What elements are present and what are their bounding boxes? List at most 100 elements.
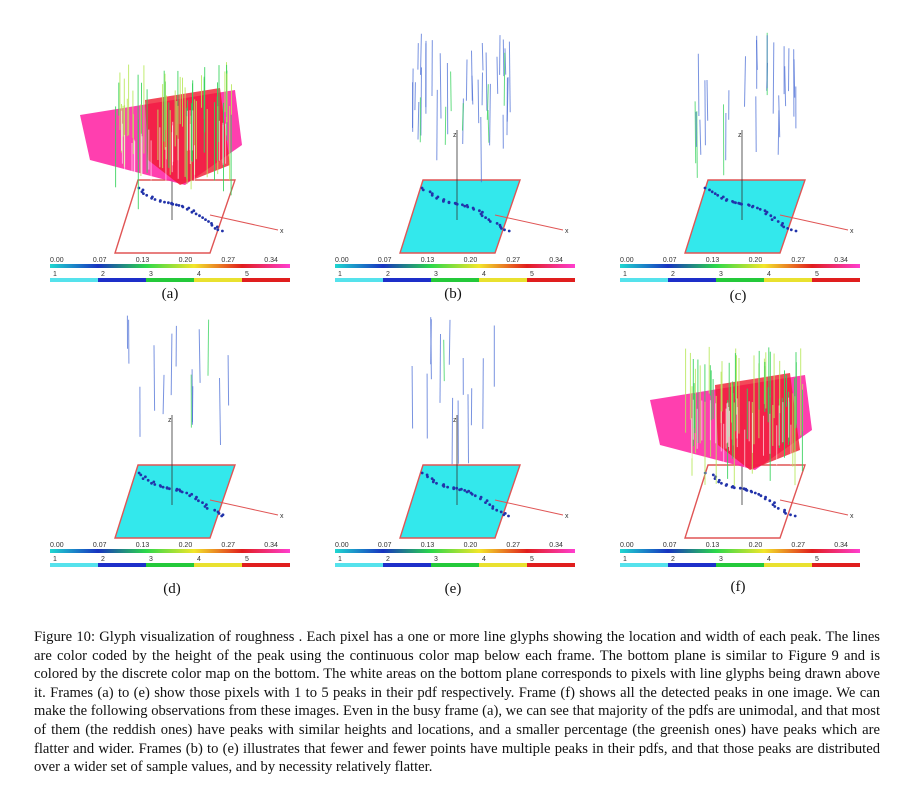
discrete-tick-label: 4 — [197, 271, 201, 278]
x-axis-line — [779, 499, 849, 516]
continuous-tick-label: 0.00 — [335, 257, 349, 264]
continuous-colorbar — [335, 264, 575, 268]
plane-point — [485, 499, 489, 503]
plane-point — [213, 227, 217, 230]
plane-point — [773, 505, 777, 508]
glyph-line — [704, 80, 706, 146]
glyph-line — [477, 79, 480, 124]
plane-point — [447, 201, 451, 205]
discrete-tick-label: 2 — [101, 556, 105, 563]
plane-point — [759, 494, 763, 498]
plane-point — [421, 188, 425, 192]
plane-point — [217, 512, 221, 515]
x-axis-line — [494, 214, 564, 231]
plane-point — [466, 205, 470, 209]
plane-point — [794, 229, 798, 233]
glyph-line — [153, 345, 156, 411]
glyph-line — [420, 67, 422, 136]
plane-point — [507, 229, 511, 233]
discrete-tick-label: 5 — [530, 556, 534, 563]
plane-point — [495, 222, 499, 225]
continuous-tick-label: 0.07 — [93, 542, 107, 549]
frame-b-label: (b) — [444, 286, 462, 302]
plane-point — [708, 188, 711, 192]
plane-point — [210, 223, 214, 227]
continuous-tick-label: 0.00 — [620, 542, 634, 549]
discrete-tick-label: 1 — [623, 271, 627, 278]
z-axis-label: z — [453, 132, 457, 139]
plane-point — [758, 207, 762, 211]
discrete-colorbar-segment — [50, 563, 98, 567]
plane-point — [770, 218, 774, 222]
discrete-colorbar-segment — [194, 278, 242, 282]
glyph-line — [744, 56, 746, 107]
plane-point — [426, 475, 429, 479]
plane-point — [503, 228, 506, 232]
discrete-tick-label: 5 — [815, 271, 819, 278]
plane-point — [446, 485, 449, 489]
continuous-tick-label: 0.07 — [663, 257, 677, 264]
discrete-tick-label: 3 — [434, 556, 438, 563]
glyph-line — [784, 66, 787, 107]
continuous-tick-label: 0.27 — [221, 542, 235, 549]
glyph-line — [430, 317, 432, 380]
continuous-tick-label: 0.13 — [136, 542, 150, 549]
plane-point — [740, 202, 743, 206]
discrete-tick-label: 4 — [482, 271, 486, 278]
plane-point — [185, 491, 189, 495]
discrete-tick-label: 1 — [338, 556, 342, 563]
discrete-colorbar-segment — [764, 563, 812, 567]
plane-point — [763, 209, 767, 213]
plane-point — [487, 218, 491, 222]
plane-point — [484, 216, 487, 220]
discrete-colorbar-segment — [716, 563, 764, 567]
plane-point — [181, 205, 185, 209]
plane-point — [784, 512, 787, 515]
continuous-colorbar — [620, 264, 860, 268]
plane-point — [747, 204, 751, 207]
plane-point — [167, 201, 170, 205]
discrete-colorbar-segment — [812, 563, 860, 567]
plane-point — [500, 227, 503, 230]
plane-point — [171, 202, 175, 206]
discrete-colorbar-segment — [479, 278, 527, 282]
plane-point — [458, 488, 461, 492]
plane-point — [220, 514, 224, 518]
plane-point — [144, 475, 147, 479]
discrete-tick-label: 1 — [338, 271, 342, 278]
discrete-colorbar-segment — [194, 563, 242, 567]
glyph-line — [503, 52, 506, 106]
bottom-plane — [684, 179, 806, 254]
glyph-line — [417, 101, 420, 140]
plane-point — [465, 490, 469, 494]
plane-point — [463, 489, 467, 492]
plane-point — [730, 485, 734, 489]
z-axis-label: z — [738, 132, 742, 139]
plane-point — [190, 210, 194, 214]
discrete-colorbar-segment — [98, 278, 146, 282]
bottom-plane — [114, 179, 236, 254]
discrete-tick-label: 5 — [245, 271, 249, 278]
plane-point — [201, 216, 205, 220]
plane-point — [478, 209, 481, 213]
continuous-tick-label: 0.13 — [136, 257, 150, 264]
plane-point — [177, 204, 181, 207]
discrete-colorbar-segment — [431, 278, 479, 282]
glyph-line — [219, 377, 221, 446]
continuous-tick-label: 0.27 — [506, 257, 520, 264]
plane-point — [734, 201, 737, 205]
figure-caption: Figure 10: Glyph visualization of roughn… — [34, 628, 880, 777]
plane-point — [194, 497, 198, 501]
plane-point — [720, 196, 723, 200]
discrete-colorbar-segment — [146, 278, 194, 282]
continuous-tick-label: 0.00 — [50, 257, 64, 264]
x-axis-line — [494, 499, 564, 516]
plane-point — [201, 501, 204, 504]
plane-point — [142, 192, 145, 196]
discrete-tick-label: 1 — [623, 556, 627, 563]
continuous-tick-label: 0.20 — [179, 257, 193, 264]
